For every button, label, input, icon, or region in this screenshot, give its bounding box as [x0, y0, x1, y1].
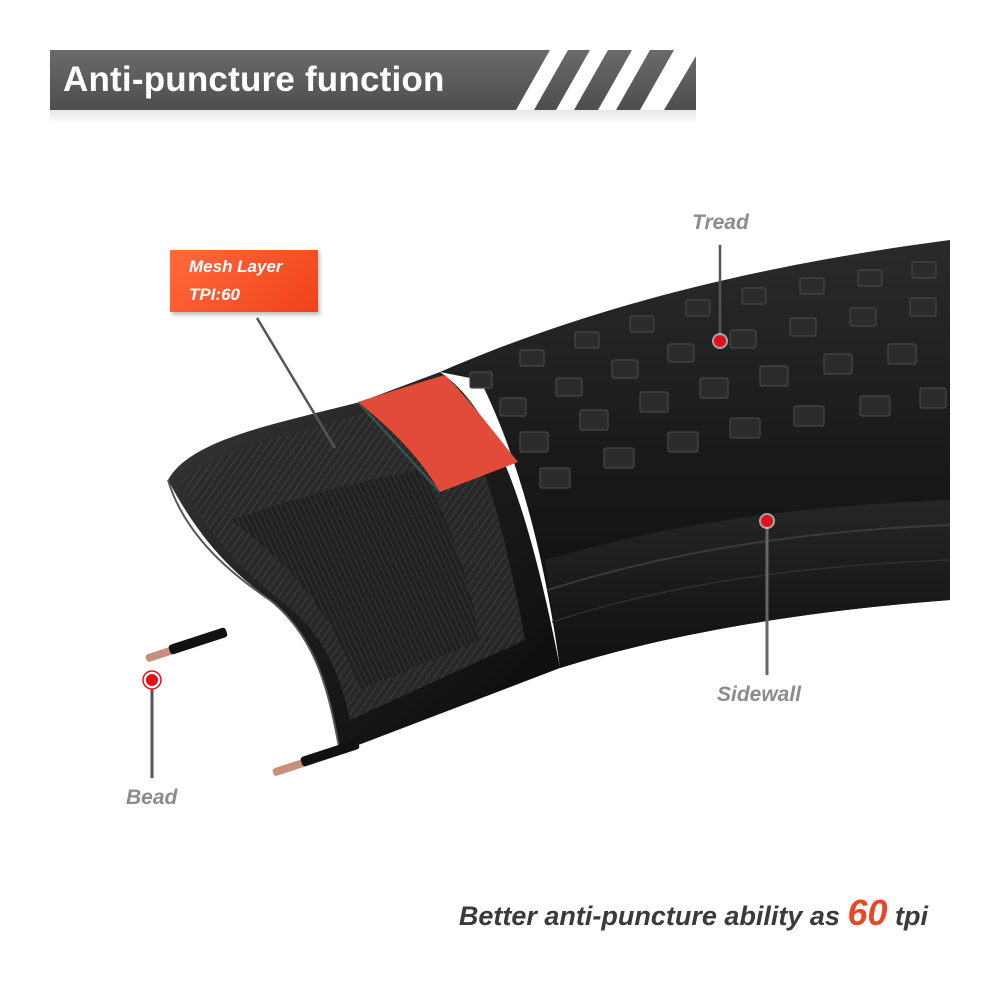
bead-wires — [145, 627, 360, 776]
mesh-layer-callout: Mesh Layer TPI:60 — [170, 250, 318, 312]
caption-number: 60 — [847, 892, 888, 933]
sidewall-label: Sidewall — [717, 683, 802, 706]
mesh-tpi-label: TPI:60 — [189, 285, 241, 304]
header-banner: Anti-puncture function — [50, 50, 696, 110]
mesh-layer-label: Mesh Layer — [189, 257, 283, 276]
caption: Better anti-puncture ability as 60 tpi — [459, 892, 928, 934]
tread-label: Tread — [692, 211, 749, 234]
bead-label: Bead — [126, 786, 178, 809]
marker-dot-icon — [142, 333, 775, 690]
banner-shadow — [50, 110, 696, 124]
caption-suffix: tpi — [887, 901, 928, 931]
page-title: Anti-puncture function — [63, 60, 445, 99]
caption-prefix: Better anti-puncture ability as — [458, 901, 848, 931]
banner-background — [50, 50, 696, 110]
